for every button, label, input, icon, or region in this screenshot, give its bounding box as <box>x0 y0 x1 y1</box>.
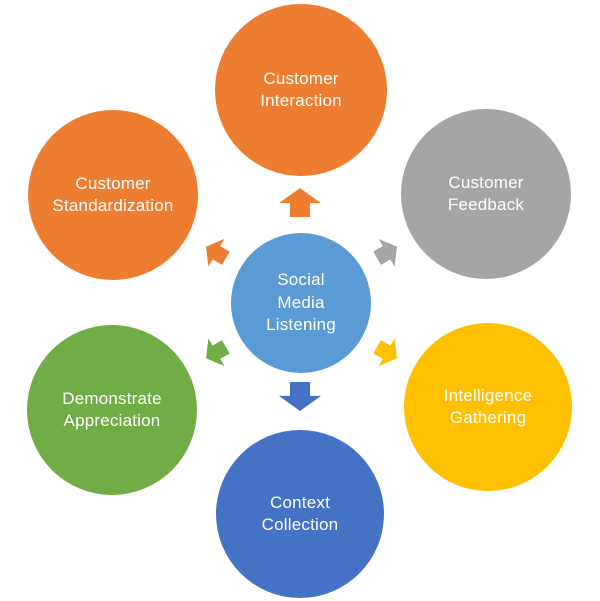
node-demonstrate-appreciation-label: Demonstrate Appreciation <box>62 388 162 430</box>
node-social-media-listening-label: Social Media Listening <box>266 270 336 335</box>
node-context-collection-label: Context Collection <box>261 492 339 534</box>
arrow-down-right-icon <box>369 333 405 372</box>
arrow-up-icon <box>279 188 321 217</box>
arrow-down-icon <box>279 382 321 411</box>
node-social-media-listening: Social Media Listening <box>231 233 371 373</box>
arrow-down-left-icon <box>198 333 234 372</box>
node-customer-feedback-label: Customer Feedback <box>447 172 525 214</box>
node-customer-standardization: Customer Standardization <box>28 110 198 280</box>
node-customer-interaction: Customer Interaction <box>215 4 387 176</box>
node-customer-feedback: Customer Feedback <box>401 109 571 279</box>
arrow-up-right-icon <box>369 233 405 272</box>
arrow-up-left-icon <box>198 233 234 272</box>
node-customer-interaction-label: Customer Interaction <box>260 68 342 110</box>
node-context-collection: Context Collection <box>216 430 384 598</box>
node-demonstrate-appreciation: Demonstrate Appreciation <box>27 325 197 495</box>
node-intelligence-gathering-label: Intelligence Gathering <box>443 385 533 427</box>
node-customer-standardization-label: Customer Standardization <box>52 173 174 215</box>
node-intelligence-gathering: Intelligence Gathering <box>404 323 572 491</box>
